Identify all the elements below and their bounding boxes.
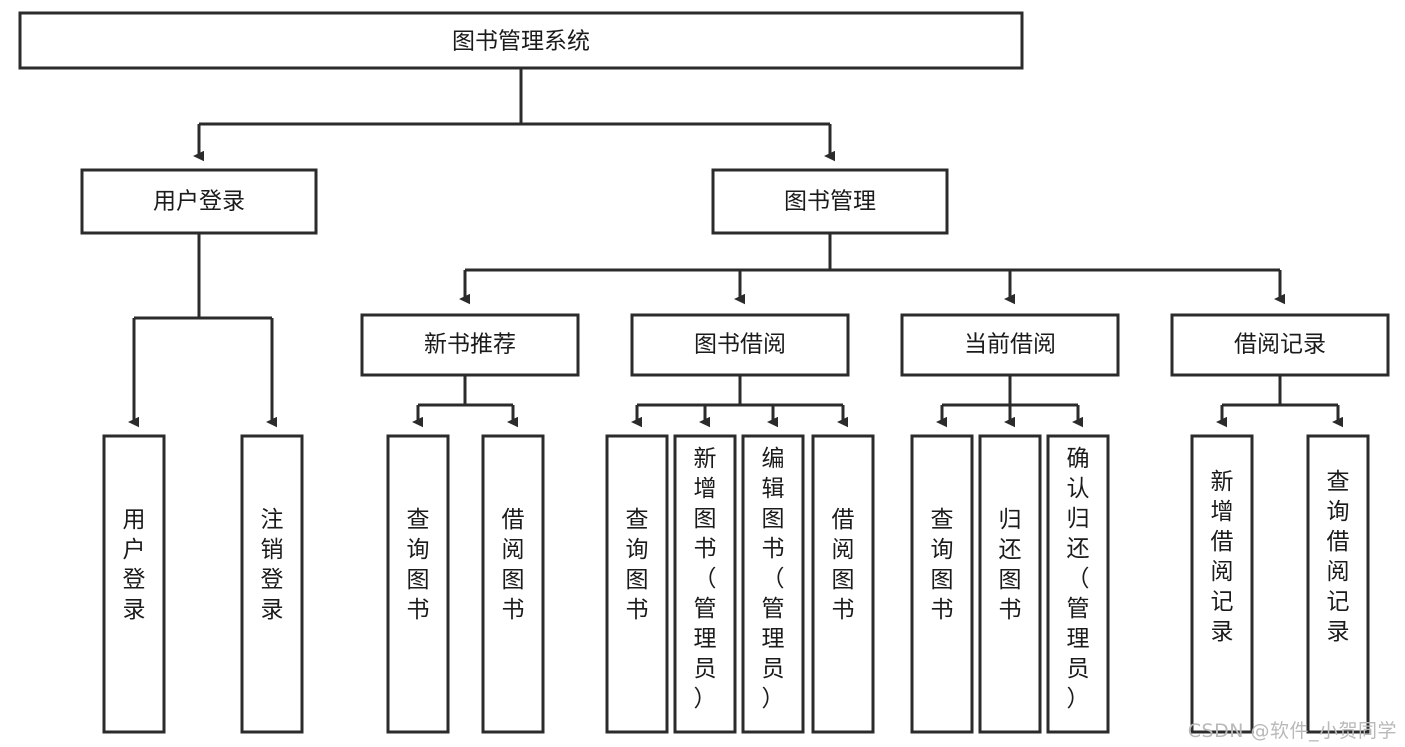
node-leaf-borrow-book-1[interactable]: 借阅图书: [481, 434, 545, 734]
node-leaf-edit-book-admin-label: 编辑图书（管理员）: [762, 446, 785, 712]
node-leaf-add-book-admin[interactable]: 新增图书（管理员）: [673, 434, 737, 734]
node-leaf-borrow-book-1-label: 借阅图书: [502, 507, 525, 623]
node-leaf-return-book[interactable]: 归还图书: [978, 434, 1042, 734]
node-leaf-query-book-3[interactable]: 查询图书: [910, 434, 974, 734]
node-new-book-recommend-label: 新书推荐: [424, 332, 516, 358]
node-borrow-record-label: 借阅记录: [1234, 332, 1326, 358]
node-leaf-logout[interactable]: 注销登录: [240, 434, 304, 734]
node-user-login-label: 用户登录: [153, 189, 245, 215]
edges-bookborrow-to-leaves: [631, 375, 848, 428]
node-leaf-confirm-return-admin-label: 确认归还（管理员）: [1067, 446, 1090, 712]
node-book-manage-label: 图书管理: [784, 189, 876, 215]
node-leaf-query-record-label: 查询借阅记录: [1327, 469, 1350, 645]
edges-root-to-level2: [193, 68, 835, 162]
edges-borrowrecord-to-leaves: [1216, 375, 1343, 428]
node-leaf-query-book-1[interactable]: 查询图书: [386, 434, 450, 734]
node-book-borrow[interactable]: 图书借阅: [630, 313, 850, 377]
edges-bookmanage-to-level3: [459, 233, 1285, 305]
edges-userlogin-to-leaves: [128, 233, 277, 428]
node-borrow-record[interactable]: 借阅记录: [1170, 313, 1390, 377]
node-current-borrow-label: 当前借阅: [964, 332, 1056, 358]
edges-currentborrow-to-leaves: [936, 375, 1083, 428]
node-root[interactable]: 图书管理系统: [18, 11, 1024, 70]
node-leaf-query-book-1-label: 查询图书: [407, 507, 430, 623]
csdn-watermark: CSDN @软件_小贺同学: [1187, 720, 1397, 742]
node-leaf-confirm-return-admin[interactable]: 确认归还（管理员）: [1046, 434, 1110, 734]
node-leaf-add-record-label: 新增借阅记录: [1211, 469, 1234, 645]
node-leaf-query-book-2-label: 查询图书: [626, 507, 649, 623]
node-leaf-add-record[interactable]: 新增借阅记录: [1190, 434, 1254, 734]
node-leaf-add-book-admin-label: 新增图书（管理员）: [694, 446, 717, 712]
node-book-manage[interactable]: 图书管理: [711, 168, 949, 235]
node-leaf-logout-label: 注销登录: [261, 507, 284, 623]
node-new-book-recommend[interactable]: 新书推荐: [360, 313, 580, 377]
node-user-login[interactable]: 用户登录: [80, 168, 318, 235]
node-leaf-user-login[interactable]: 用户登录: [102, 434, 166, 734]
node-leaf-borrow-book-2-label: 借阅图书: [832, 507, 855, 623]
node-leaf-borrow-book-2[interactable]: 借阅图书: [811, 434, 875, 734]
edges-newbook-to-leaves: [412, 375, 518, 428]
node-leaf-edit-book-admin[interactable]: 编辑图书（管理员）: [741, 434, 805, 734]
node-leaf-query-record[interactable]: 查询借阅记录: [1306, 434, 1370, 734]
node-leaf-user-login-label: 用户登录: [123, 507, 146, 623]
node-leaf-return-book-label: 归还图书: [999, 507, 1022, 623]
node-leaf-query-book-3-label: 查询图书: [931, 507, 954, 623]
node-current-borrow[interactable]: 当前借阅: [900, 313, 1120, 377]
node-leaf-query-book-2[interactable]: 查询图书: [605, 434, 669, 734]
node-root-label: 图书管理系统: [452, 29, 590, 55]
node-book-borrow-label: 图书借阅: [694, 332, 786, 358]
